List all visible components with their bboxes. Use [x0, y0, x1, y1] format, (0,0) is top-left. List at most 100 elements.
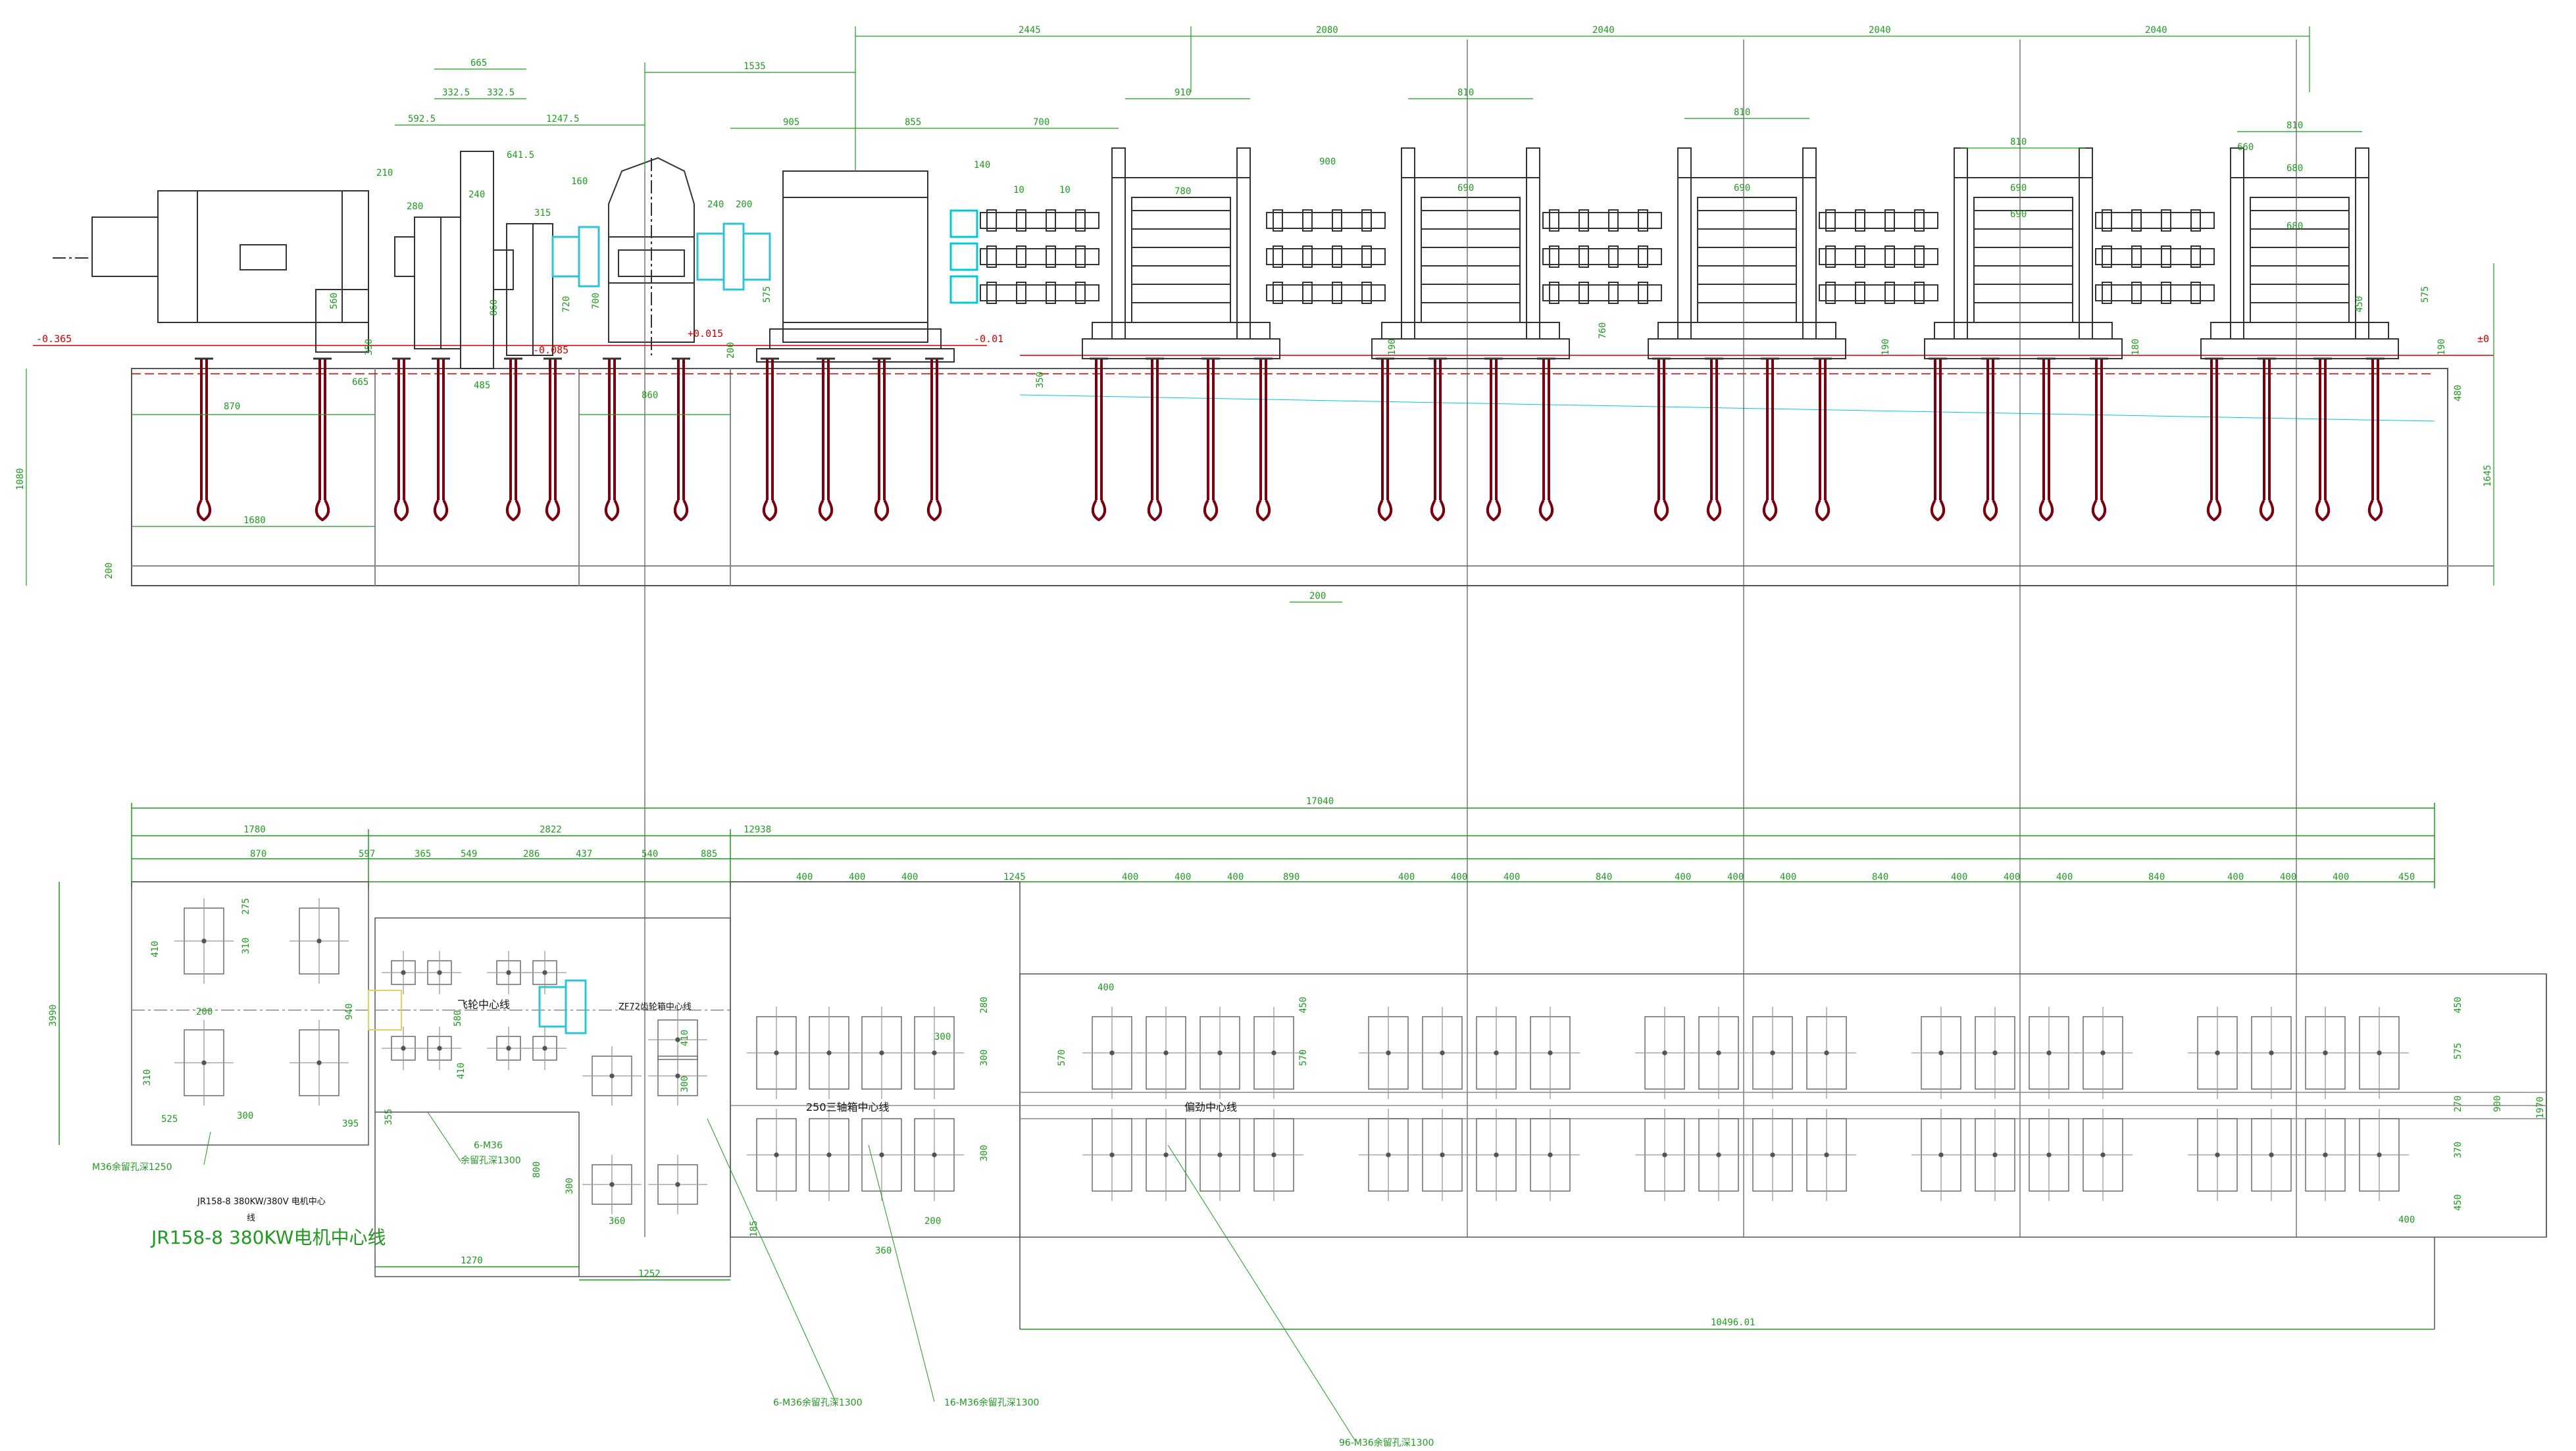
dim-300-plan-d: 200	[924, 1216, 941, 1227]
anchor-bolt-31	[2313, 357, 2332, 522]
dim-2040-a: 2040	[1592, 25, 1615, 36]
bolt-hole	[437, 970, 442, 975]
level-minus-0-085: -0.085	[533, 344, 568, 356]
dim-1080: 1080	[15, 468, 26, 490]
dim-300-plan-c: 300	[979, 1145, 990, 1161]
anchor-bolt-19	[1484, 357, 1503, 522]
mill-bolt-3-0-3	[2073, 1007, 2133, 1099]
dim-1780: 1780	[243, 825, 266, 835]
motor-small-label-2: 线	[247, 1213, 255, 1223]
shaft-flange	[1046, 245, 1056, 268]
dim-1247-5: 1247.5	[546, 114, 580, 124]
bolt-hole	[401, 970, 406, 975]
mill-bolt-0-1-0	[1082, 1109, 1142, 1201]
stand-post-left	[1954, 147, 1968, 340]
bolt-hook	[1430, 499, 1446, 522]
stand-foot	[1371, 338, 1570, 359]
dim-592-5: 592.5	[408, 114, 436, 124]
bolt-hole	[1716, 1152, 1721, 1158]
plan-sub-dim-23: 840	[1872, 872, 1888, 882]
anchor-bolt-17	[1376, 357, 1394, 522]
mill-bolt-3-1-2	[2019, 1109, 2079, 1201]
dim-870-plan: 870	[250, 849, 266, 859]
mill-bolt-1-0-3	[1521, 1007, 1580, 1099]
plan-sub-dim-2: 365	[415, 849, 431, 859]
bolt-hole	[1662, 1152, 1667, 1158]
dim-810c: 810	[2010, 137, 2027, 147]
dim-350b: 350	[1035, 372, 1046, 388]
plan-sub-dim-1: 597	[359, 849, 375, 859]
bolt-hook	[433, 499, 449, 522]
motor-bolt-3	[174, 1020, 234, 1106]
mill-bolt-4-0-1	[2242, 1007, 2301, 1099]
stand-window	[1697, 197, 1797, 323]
elevation-labels: 2445 2080 2040 2040 2040 1535 665 332.5 …	[15, 25, 2493, 601]
shaft-body	[1819, 248, 1938, 265]
bolt-hole	[2377, 1050, 2382, 1056]
bolt-hook	[818, 499, 834, 522]
dim-580: 580	[453, 1010, 463, 1027]
plan-sub-dim-16: 400	[1398, 872, 1415, 882]
bolt-hole	[1440, 1050, 1445, 1056]
mill-centerline-label: 偏劲中心线	[1184, 1101, 1237, 1113]
dim-410: 410	[150, 941, 161, 957]
shaft-body	[1542, 284, 1662, 301]
plan-centerlines	[132, 1009, 2546, 1119]
mill-bolt-1-1-2	[1467, 1109, 1526, 1201]
dim-480: 480	[2453, 385, 2463, 401]
dim-1970: 1970	[2535, 1096, 2546, 1119]
bolt-hole	[879, 1152, 884, 1158]
mill-bolt-4-0-2	[2296, 1007, 2355, 1099]
shaft-body	[1819, 284, 1938, 301]
shaft-flange	[1302, 209, 1313, 232]
shaft-flange	[1608, 282, 1619, 304]
connecting-shafts	[980, 209, 2215, 304]
mill-stand-4	[1924, 147, 2123, 359]
stand-window	[2250, 197, 2350, 323]
stand-dim-marks	[644, 26, 2310, 171]
gearbox-elevation	[608, 157, 695, 355]
bolt-hole	[1163, 1152, 1169, 1158]
anchor-bolt-28	[2090, 357, 2108, 522]
anchor-bolt-5	[504, 357, 522, 522]
plan-sub-dim-17: 400	[1451, 872, 1467, 882]
anchor-bolt-21	[1652, 357, 1671, 522]
plan-sub-dim-19: 840	[1596, 872, 1612, 882]
shaft-flange	[1855, 245, 1865, 268]
dim-860v: 860	[489, 299, 499, 316]
plan-sub-dim-6: 540	[642, 849, 658, 859]
note-16-m36-1300: 16-M36余留孔深1300	[944, 1397, 1039, 1408]
mill-bolt-1-1-3	[1521, 1109, 1580, 1201]
dim-190b: 190	[1881, 339, 1891, 355]
bolt-hole	[2269, 1050, 2274, 1056]
note-depth-1300: 余留孔深1300	[461, 1155, 521, 1166]
shaft-body	[1266, 212, 1386, 229]
bolt-hole	[1770, 1050, 1775, 1056]
dim-665b: 665	[352, 377, 368, 388]
motor-bolt-4	[290, 1020, 349, 1106]
shaft-3-1	[1542, 209, 1662, 232]
shaft-body	[1266, 284, 1386, 301]
dim-300-plan: 300	[237, 1111, 253, 1121]
bolt-hole	[542, 1046, 547, 1051]
shaft-flange	[1302, 245, 1313, 268]
dim-870: 870	[224, 401, 240, 412]
bolt-hole	[2215, 1050, 2220, 1056]
bolt-hole	[1217, 1050, 1223, 1056]
dim-660: 660	[2237, 142, 2254, 153]
dim-185: 185	[749, 1221, 759, 1237]
bolt-hole	[774, 1152, 779, 1158]
mill-bolt-4-0-3	[2350, 1007, 2409, 1099]
note-6-m36: 6-M36	[474, 1140, 503, 1151]
shaft-flange	[1302, 282, 1313, 304]
shaft-flange	[1884, 245, 1895, 268]
flywheel-bolt-2	[418, 951, 461, 994]
bolt-hook	[1377, 499, 1393, 522]
stand-base	[1092, 322, 1271, 340]
shaft-flange	[1914, 209, 1925, 232]
bolt-hole	[826, 1152, 832, 1158]
mill-bolt-1-0-2	[1467, 1007, 1526, 1099]
anchor-bolt-9	[761, 357, 779, 522]
shaft-flange	[1361, 282, 1372, 304]
dim-810b: 810	[1734, 107, 1750, 118]
